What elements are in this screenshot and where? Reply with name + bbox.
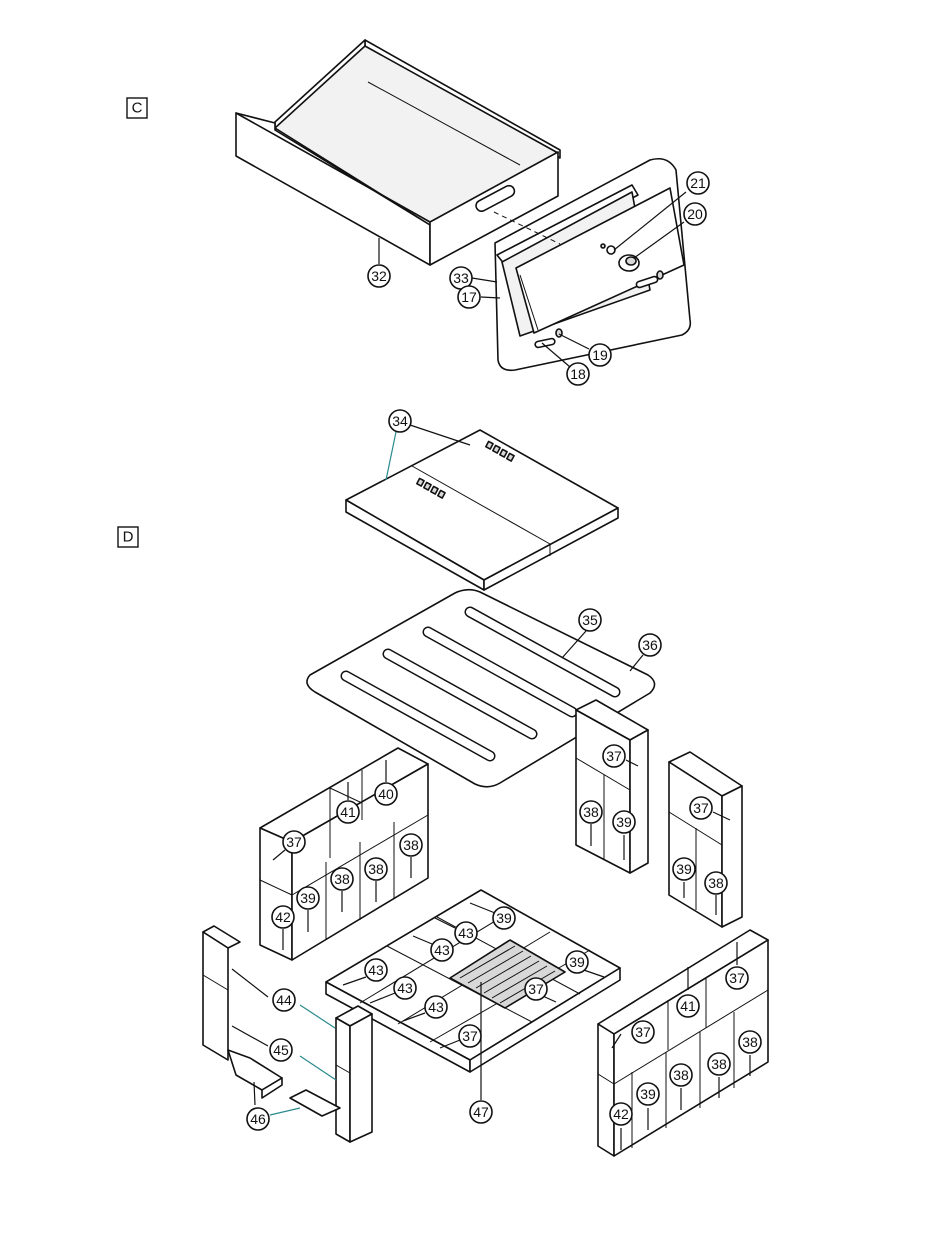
svg-text:34: 34 (392, 413, 408, 429)
callout-39-right-stack: 39 (673, 858, 695, 880)
callout-20: 20 (684, 203, 706, 225)
callout-37-front-right-a: 37 (632, 1021, 654, 1043)
callout-38-front-right-b: 38 (708, 1053, 730, 1075)
section-label-c: C (127, 98, 147, 118)
baffle-plate (346, 430, 618, 590)
callout-37-pillar: 37 (603, 745, 625, 767)
callout-41-front-right: 41 (677, 995, 699, 1017)
callout-38-front-right-c: 38 (670, 1064, 692, 1086)
svg-text:C: C (132, 100, 143, 117)
svg-text:43: 43 (458, 925, 474, 941)
svg-text:21: 21 (690, 175, 706, 191)
svg-text:38: 38 (742, 1034, 758, 1050)
callout-43-floor-c: 43 (365, 959, 387, 981)
right-side-stack (669, 752, 742, 927)
svg-text:17: 17 (461, 289, 477, 305)
svg-text:41: 41 (680, 998, 696, 1014)
callout-46: 46 (247, 1108, 269, 1130)
callout-17: 17 (458, 286, 480, 308)
callout-39-front-right: 39 (637, 1083, 659, 1105)
svg-text:43: 43 (428, 999, 444, 1015)
svg-text:38: 38 (334, 871, 350, 887)
callout-42-left-wall: 42 (272, 906, 294, 928)
svg-text:33: 33 (453, 270, 469, 286)
callout-40: 40 (375, 783, 397, 805)
callout-43-floor-d: 43 (394, 977, 416, 999)
svg-text:43: 43 (434, 942, 450, 958)
svg-text:41: 41 (340, 804, 356, 820)
callout-32: 32 (368, 265, 390, 287)
svg-text:37: 37 (286, 834, 302, 850)
callout-38-left-wall-c: 38 (331, 868, 353, 890)
svg-text:37: 37 (693, 800, 709, 816)
callout-39-left-wall: 39 (297, 887, 319, 909)
callout-41-left-wall: 41 (337, 801, 359, 823)
svg-text:32: 32 (371, 268, 387, 284)
svg-text:D: D (123, 529, 134, 546)
callout-39-floor-top: 39 (493, 907, 515, 929)
callout-37-front-right-b: 37 (726, 967, 748, 989)
callout-44: 44 (273, 989, 295, 1011)
svg-text:19: 19 (592, 347, 608, 363)
svg-text:47: 47 (473, 1104, 489, 1120)
callout-38-left-wall-a: 38 (400, 834, 422, 856)
callout-39-floor-right: 39 (566, 951, 588, 973)
svg-text:46: 46 (250, 1111, 266, 1127)
callout-47: 47 (470, 1101, 492, 1123)
right-rear-pillar (576, 700, 648, 873)
callout-38-pillar: 38 (580, 801, 602, 823)
svg-text:37: 37 (635, 1024, 651, 1040)
svg-text:39: 39 (569, 954, 585, 970)
svg-text:38: 38 (403, 837, 419, 853)
ash-drawer (236, 40, 560, 265)
svg-text:39: 39 (676, 861, 692, 877)
callout-38-right-stack: 38 (705, 872, 727, 894)
callout-37-right-stack: 37 (690, 797, 712, 819)
section-label-d: D (118, 527, 138, 547)
svg-text:43: 43 (397, 980, 413, 996)
svg-text:45: 45 (273, 1042, 289, 1058)
callout-37-floor-a: 37 (525, 978, 547, 1000)
svg-text:38: 38 (368, 861, 384, 877)
svg-text:42: 42 (613, 1106, 629, 1122)
svg-text:39: 39 (496, 910, 512, 926)
svg-text:36: 36 (642, 637, 658, 653)
svg-text:39: 39 (640, 1086, 656, 1102)
svg-text:39: 39 (300, 890, 316, 906)
callout-18: 18 (567, 363, 589, 385)
callout-37-left-wall: 37 (283, 831, 305, 853)
callout-38-front-right-a: 38 (739, 1031, 761, 1053)
callout-19: 19 (589, 344, 611, 366)
svg-text:44: 44 (276, 992, 292, 1008)
callout-42-front-right: 42 (610, 1103, 632, 1125)
svg-text:18: 18 (570, 366, 586, 382)
svg-text:38: 38 (708, 875, 724, 891)
svg-text:20: 20 (687, 206, 703, 222)
callout-35: 35 (579, 609, 601, 631)
svg-text:35: 35 (582, 612, 598, 628)
svg-text:43: 43 (368, 962, 384, 978)
callout-39-pillar: 39 (613, 811, 635, 833)
callout-38-left-wall-b: 38 (365, 858, 387, 880)
svg-text:37: 37 (462, 1028, 478, 1044)
callout-34: 34 (389, 410, 411, 432)
svg-text:38: 38 (673, 1067, 689, 1083)
svg-text:40: 40 (378, 786, 394, 802)
callout-45: 45 (270, 1039, 292, 1061)
callout-21: 21 (687, 172, 709, 194)
callout-36: 36 (639, 634, 661, 656)
svg-text:37: 37 (729, 970, 745, 986)
svg-text:38: 38 (583, 804, 599, 820)
callout-37-floor-b: 37 (459, 1025, 481, 1047)
callout-43-floor-e: 43 (425, 996, 447, 1018)
svg-text:37: 37 (528, 981, 544, 997)
svg-text:38: 38 (711, 1056, 727, 1072)
callout-43-floor-b: 43 (431, 939, 453, 961)
callout-43-floor-a: 43 (455, 922, 477, 944)
svg-text:42: 42 (275, 909, 291, 925)
svg-text:39: 39 (616, 814, 632, 830)
svg-text:37: 37 (606, 748, 622, 764)
